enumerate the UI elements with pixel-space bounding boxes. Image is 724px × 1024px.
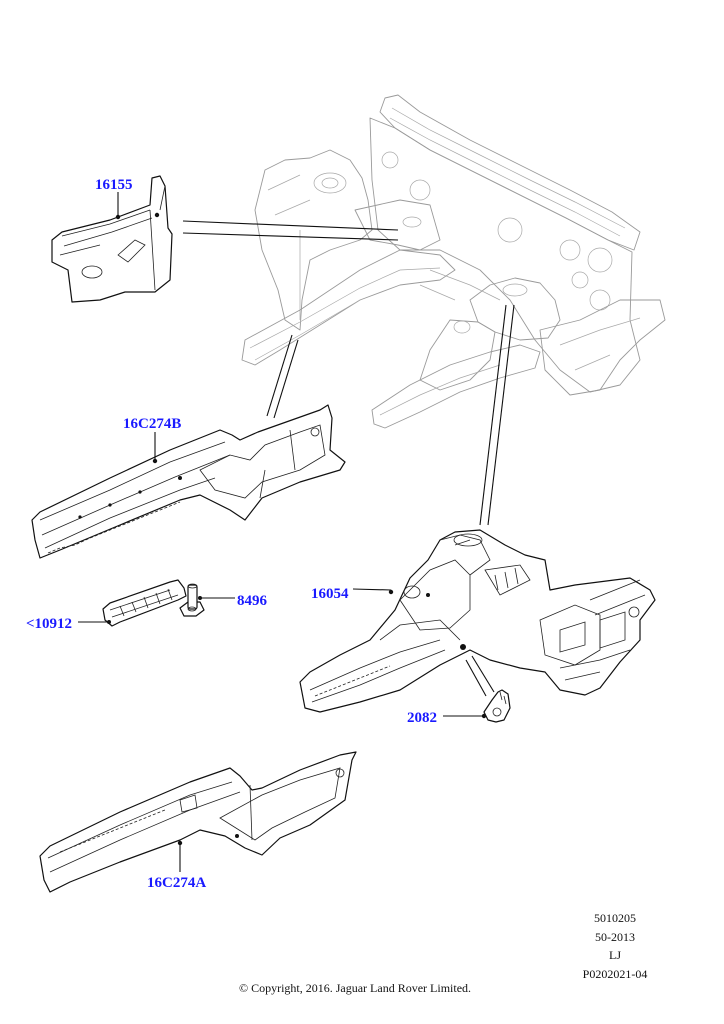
callout-16155[interactable]: 16155: [95, 177, 133, 193]
part-10912[interactable]: [102, 579, 187, 627]
callout-16C274A[interactable]: 16C274A: [147, 875, 206, 891]
part-16155[interactable]: [51, 175, 173, 303]
callout-16C274B[interactable]: 16C274B: [123, 416, 181, 432]
callout-10912[interactable]: <10912: [26, 616, 72, 632]
part-16C274A[interactable]: [39, 751, 357, 893]
reference-lines: [182, 220, 515, 697]
part-2082[interactable]: [481, 689, 511, 723]
reference-date: 50-2013: [595, 929, 635, 944]
ghost-body-structure: [241, 94, 666, 429]
part-8496[interactable]: [179, 583, 205, 617]
reference-code: 5010205: [594, 911, 636, 925]
callout-8496[interactable]: 8496: [237, 593, 268, 609]
callout-2082[interactable]: 2082: [407, 710, 437, 726]
callout-leaders: [78, 192, 484, 872]
reference-model: LJ: [609, 948, 621, 962]
reference-illustration-id: P0202021-04: [582, 966, 648, 981]
part-16054[interactable]: [299, 529, 656, 713]
callout-16054[interactable]: 16054: [311, 586, 349, 602]
part-16C274B[interactable]: [31, 404, 346, 559]
callout-labels: 16155 16C274B <10912 8496 16054 2082 16C…: [26, 177, 437, 891]
reference-codes: 5010205 50-2013 LJ P0202021-04: [570, 909, 660, 983]
copyright-notice: © Copyright, 2016. Jaguar Land Rover Lim…: [238, 981, 472, 995]
